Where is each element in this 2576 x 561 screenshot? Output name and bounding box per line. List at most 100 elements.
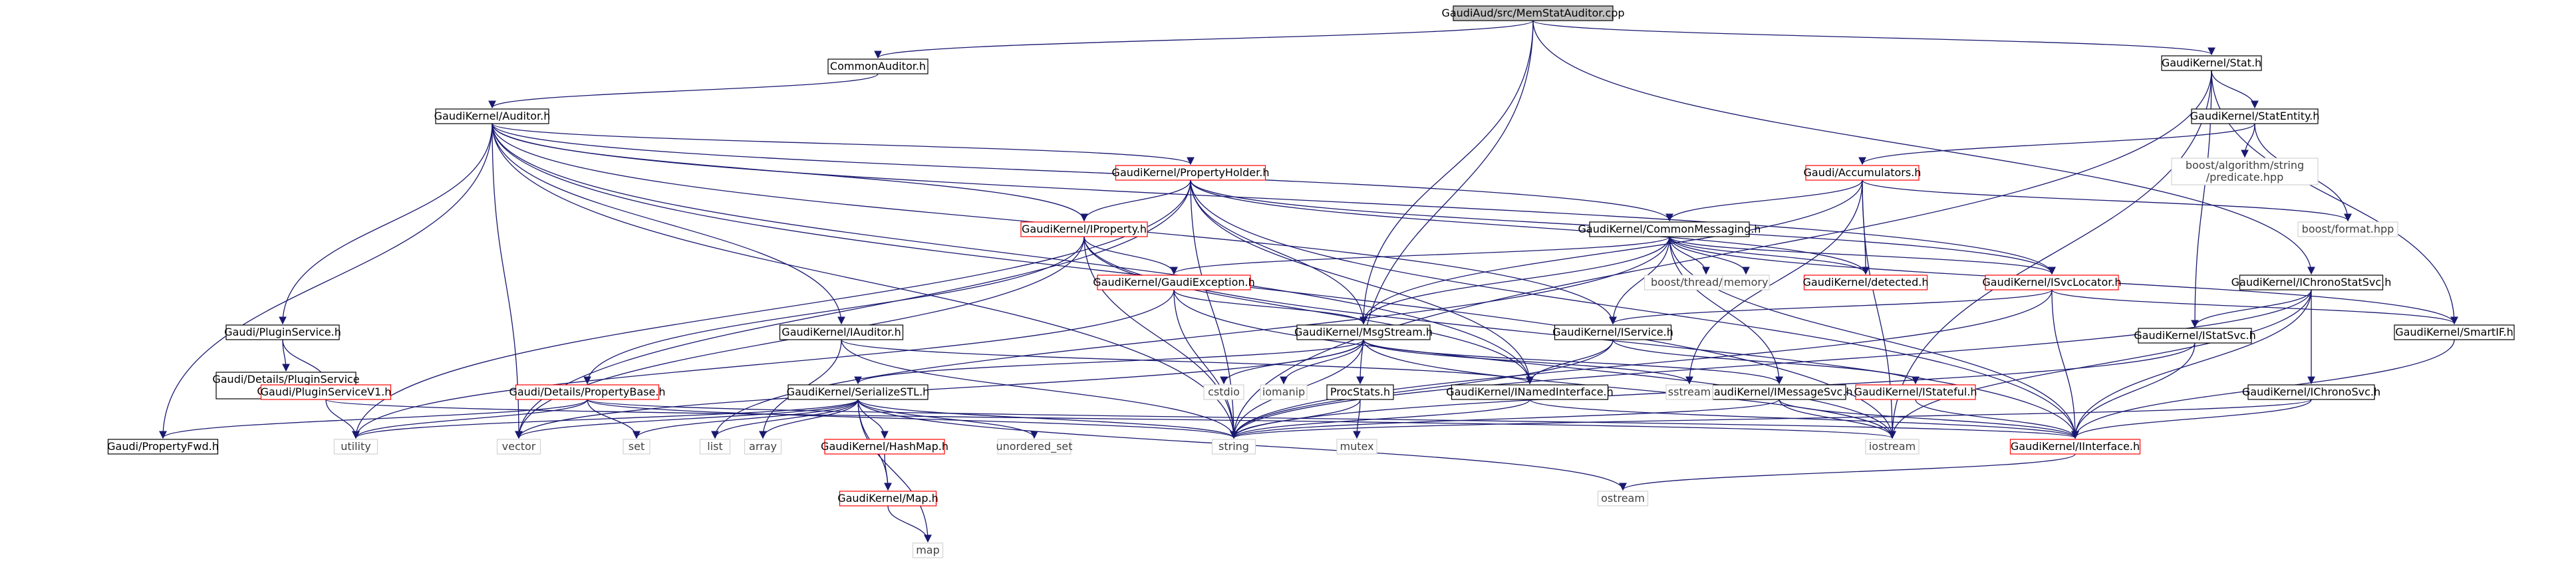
node-iproperty[interactable]: GaudiKernel/IProperty.h xyxy=(1020,221,1148,237)
edge-iproperty-to-property_base xyxy=(583,236,1085,385)
node-box xyxy=(1855,384,1976,400)
node-box xyxy=(1260,384,1308,400)
edge-iservice-to-istateful xyxy=(1612,339,1920,385)
edge-serialize_stl-to-string xyxy=(857,399,1238,439)
node-box xyxy=(1097,275,1251,290)
edge-stat_entity-to-boost_pred xyxy=(2241,123,2255,158)
node-label: utility xyxy=(341,440,371,453)
edge-msgstream-to-iomanip xyxy=(1280,339,1364,385)
node-label: Gaudi/Details/PluginService xyxy=(212,373,359,386)
node-label: iostream xyxy=(1869,440,1916,453)
node-label: boost/algorithm/string xyxy=(2186,159,2304,171)
node-msgstream[interactable]: GaudiKernel/MsgStream.h xyxy=(1294,324,1433,340)
node-label: Gaudi/PluginServiceV1.h xyxy=(261,386,392,398)
edge-auditor-to-iauditor xyxy=(492,123,845,325)
node-box xyxy=(997,439,1072,455)
node-box xyxy=(333,439,378,455)
node-stat[interactable]: GaudiKernel/Stat.h xyxy=(2161,55,2262,71)
node-array: array xyxy=(744,439,782,455)
edge-ichronosvc-to-string xyxy=(1230,399,2312,439)
node-label: mutex xyxy=(1340,440,1373,453)
node-accumulators[interactable]: Gaudi/Accumulators.h xyxy=(1804,165,1922,181)
edge-ichronostatsvc-to-iinterface xyxy=(2071,289,2312,439)
node-ostream: ostream xyxy=(1597,491,1649,506)
node-box xyxy=(1597,491,1649,506)
edge-property_holder-to-iinterface xyxy=(1190,179,2079,439)
edge-common_messaging-to-msgstream xyxy=(1360,236,1670,325)
node-common-auditor[interactable]: CommonAuditor.h xyxy=(827,58,929,74)
node-box xyxy=(1722,275,1770,290)
edge-auditor-to-string xyxy=(492,123,1238,439)
edge-serialize_stl-to-unordered_set xyxy=(857,399,1038,439)
edge-serialize_stl-to-utility xyxy=(352,399,859,439)
node-label: cstdio xyxy=(1208,386,1240,398)
node-istateful[interactable]: GaudiKernel/IStateful.h xyxy=(1854,384,1977,400)
node-property-base[interactable]: Gaudi/Details/PropertyBase.h xyxy=(509,384,666,400)
node-iostream: iostream xyxy=(1865,439,1920,455)
node-iauditor[interactable]: GaudiKernel/IAuditor.h xyxy=(779,324,904,340)
node-box xyxy=(1451,384,1609,400)
node-gaudi-exception[interactable]: GaudiKernel/GaudiException.h xyxy=(1093,275,1255,290)
node-property-holder[interactable]: GaudiKernel/PropertyHolder.h xyxy=(1112,165,1270,181)
edge-auditor-to-isvclocator xyxy=(492,123,2056,275)
node-label: boost/format.hpp xyxy=(2302,223,2394,235)
node-label: set xyxy=(629,440,644,453)
edge-auditor-to-property_holder xyxy=(492,123,1195,166)
node-procstats[interactable]: ProcStats.h xyxy=(1326,384,1394,400)
node-plugin-service[interactable]: Gaudi/PluginService.h xyxy=(224,324,341,340)
node-inamed[interactable]: GaudiKernel/INamedInterface.h xyxy=(1446,384,1614,400)
node-root[interactable]: GaudiAud/src/MemStatAuditor.cpp xyxy=(1441,5,1625,21)
node-property-fwd[interactable]: Gaudi/PropertyFwd.h xyxy=(107,439,219,455)
node-list: list xyxy=(699,439,731,455)
edge-imessagesvc-to-iostream xyxy=(1779,399,1896,439)
node-serialize-stl[interactable]: GaudiKernel/SerializeSTL.h xyxy=(787,384,930,400)
node-box xyxy=(1589,221,1750,237)
node-box xyxy=(2239,275,2384,290)
edge-isvclocator-to-smartif xyxy=(2051,289,2458,325)
node-label: GaudiKernel/detected.h xyxy=(1802,276,1928,288)
node-common-messaging[interactable]: GaudiKernel/CommonMessaging.h xyxy=(1578,221,1761,237)
node-isvclocator[interactable]: GaudiKernel/ISvcLocator.h xyxy=(1982,275,2122,290)
node-box xyxy=(1805,165,1920,181)
node-label: GaudiKernel/IService.h xyxy=(1552,326,1673,338)
node-mutex: mutex xyxy=(1336,439,1377,455)
node-label: GaudiKernel/IStateful.h xyxy=(1854,386,1977,398)
node-label: list xyxy=(707,440,723,453)
node-imessagesvc[interactable]: GaudiKernel/IMessageSvc.h xyxy=(1705,384,1853,400)
node-iservice[interactable]: GaudiKernel/IService.h xyxy=(1552,324,1673,340)
node-smartif[interactable]: GaudiKernel/SmartIF.h xyxy=(2394,324,2515,340)
node-box xyxy=(1554,324,1672,340)
node-map-h[interactable]: GaudiKernel/Map.h xyxy=(837,491,938,506)
node-label: array xyxy=(749,440,777,453)
node-iinterface[interactable]: GaudiKernel/IInterface.h xyxy=(2009,439,2141,455)
node-detected[interactable]: GaudiKernel/detected.h xyxy=(1802,275,1929,290)
edge-stat-to-iostream xyxy=(1888,70,2212,439)
node-string: string xyxy=(1211,439,1256,455)
node-auditor[interactable]: GaudiKernel/Auditor.h xyxy=(434,108,551,124)
edge-serialize_stl-to-array xyxy=(759,399,859,439)
node-label: GaudiKernel/ISvcLocator.h xyxy=(1982,276,2121,288)
node-label: string xyxy=(1218,440,1249,453)
node-label: GaudiKernel/INamedInterface.h xyxy=(1446,386,1614,398)
node-box xyxy=(839,491,937,506)
node-ichronosvc[interactable]: GaudiKernel/IChronoSvc.h xyxy=(2242,384,2380,400)
node-istatsvc[interactable]: GaudiKernel/IStatSvc.h xyxy=(2134,328,2256,344)
edge-auditor-to-inamed xyxy=(492,123,1534,385)
edge-iinterface-to-ostream xyxy=(1619,453,2076,491)
node-ichronostatsvc[interactable]: GaudiKernel/IChronoStatSvc.h xyxy=(2231,275,2392,290)
edge-gaudi_exception-to-string xyxy=(1173,289,1238,439)
node-label: GaudiKernel/Map.h xyxy=(837,492,938,505)
edge-root-to-ichronostatsvc xyxy=(1532,20,2315,275)
edge-gaudi_exception-to-iostream xyxy=(1173,289,1896,439)
node-label: GaudiKernel/IMessageSvc.h xyxy=(1705,386,1852,398)
edge-msgstream-to-iostream xyxy=(1363,339,1896,439)
node-hashmap[interactable]: GaudiKernel/HashMap.h xyxy=(821,439,948,455)
edge-root-to-common_auditor xyxy=(874,20,1534,59)
edge-imessagesvc-to-string xyxy=(1230,399,1780,439)
node-box xyxy=(515,384,660,400)
node-box xyxy=(2247,384,2375,400)
node-box xyxy=(1665,384,1713,400)
node-stat-entity[interactable]: GaudiKernel/StatEntity.h xyxy=(2190,108,2320,124)
node-plugin-v1[interactable]: Gaudi/PluginServiceV1.h xyxy=(261,384,392,400)
edge-root-to-msgstream xyxy=(1360,20,1534,325)
